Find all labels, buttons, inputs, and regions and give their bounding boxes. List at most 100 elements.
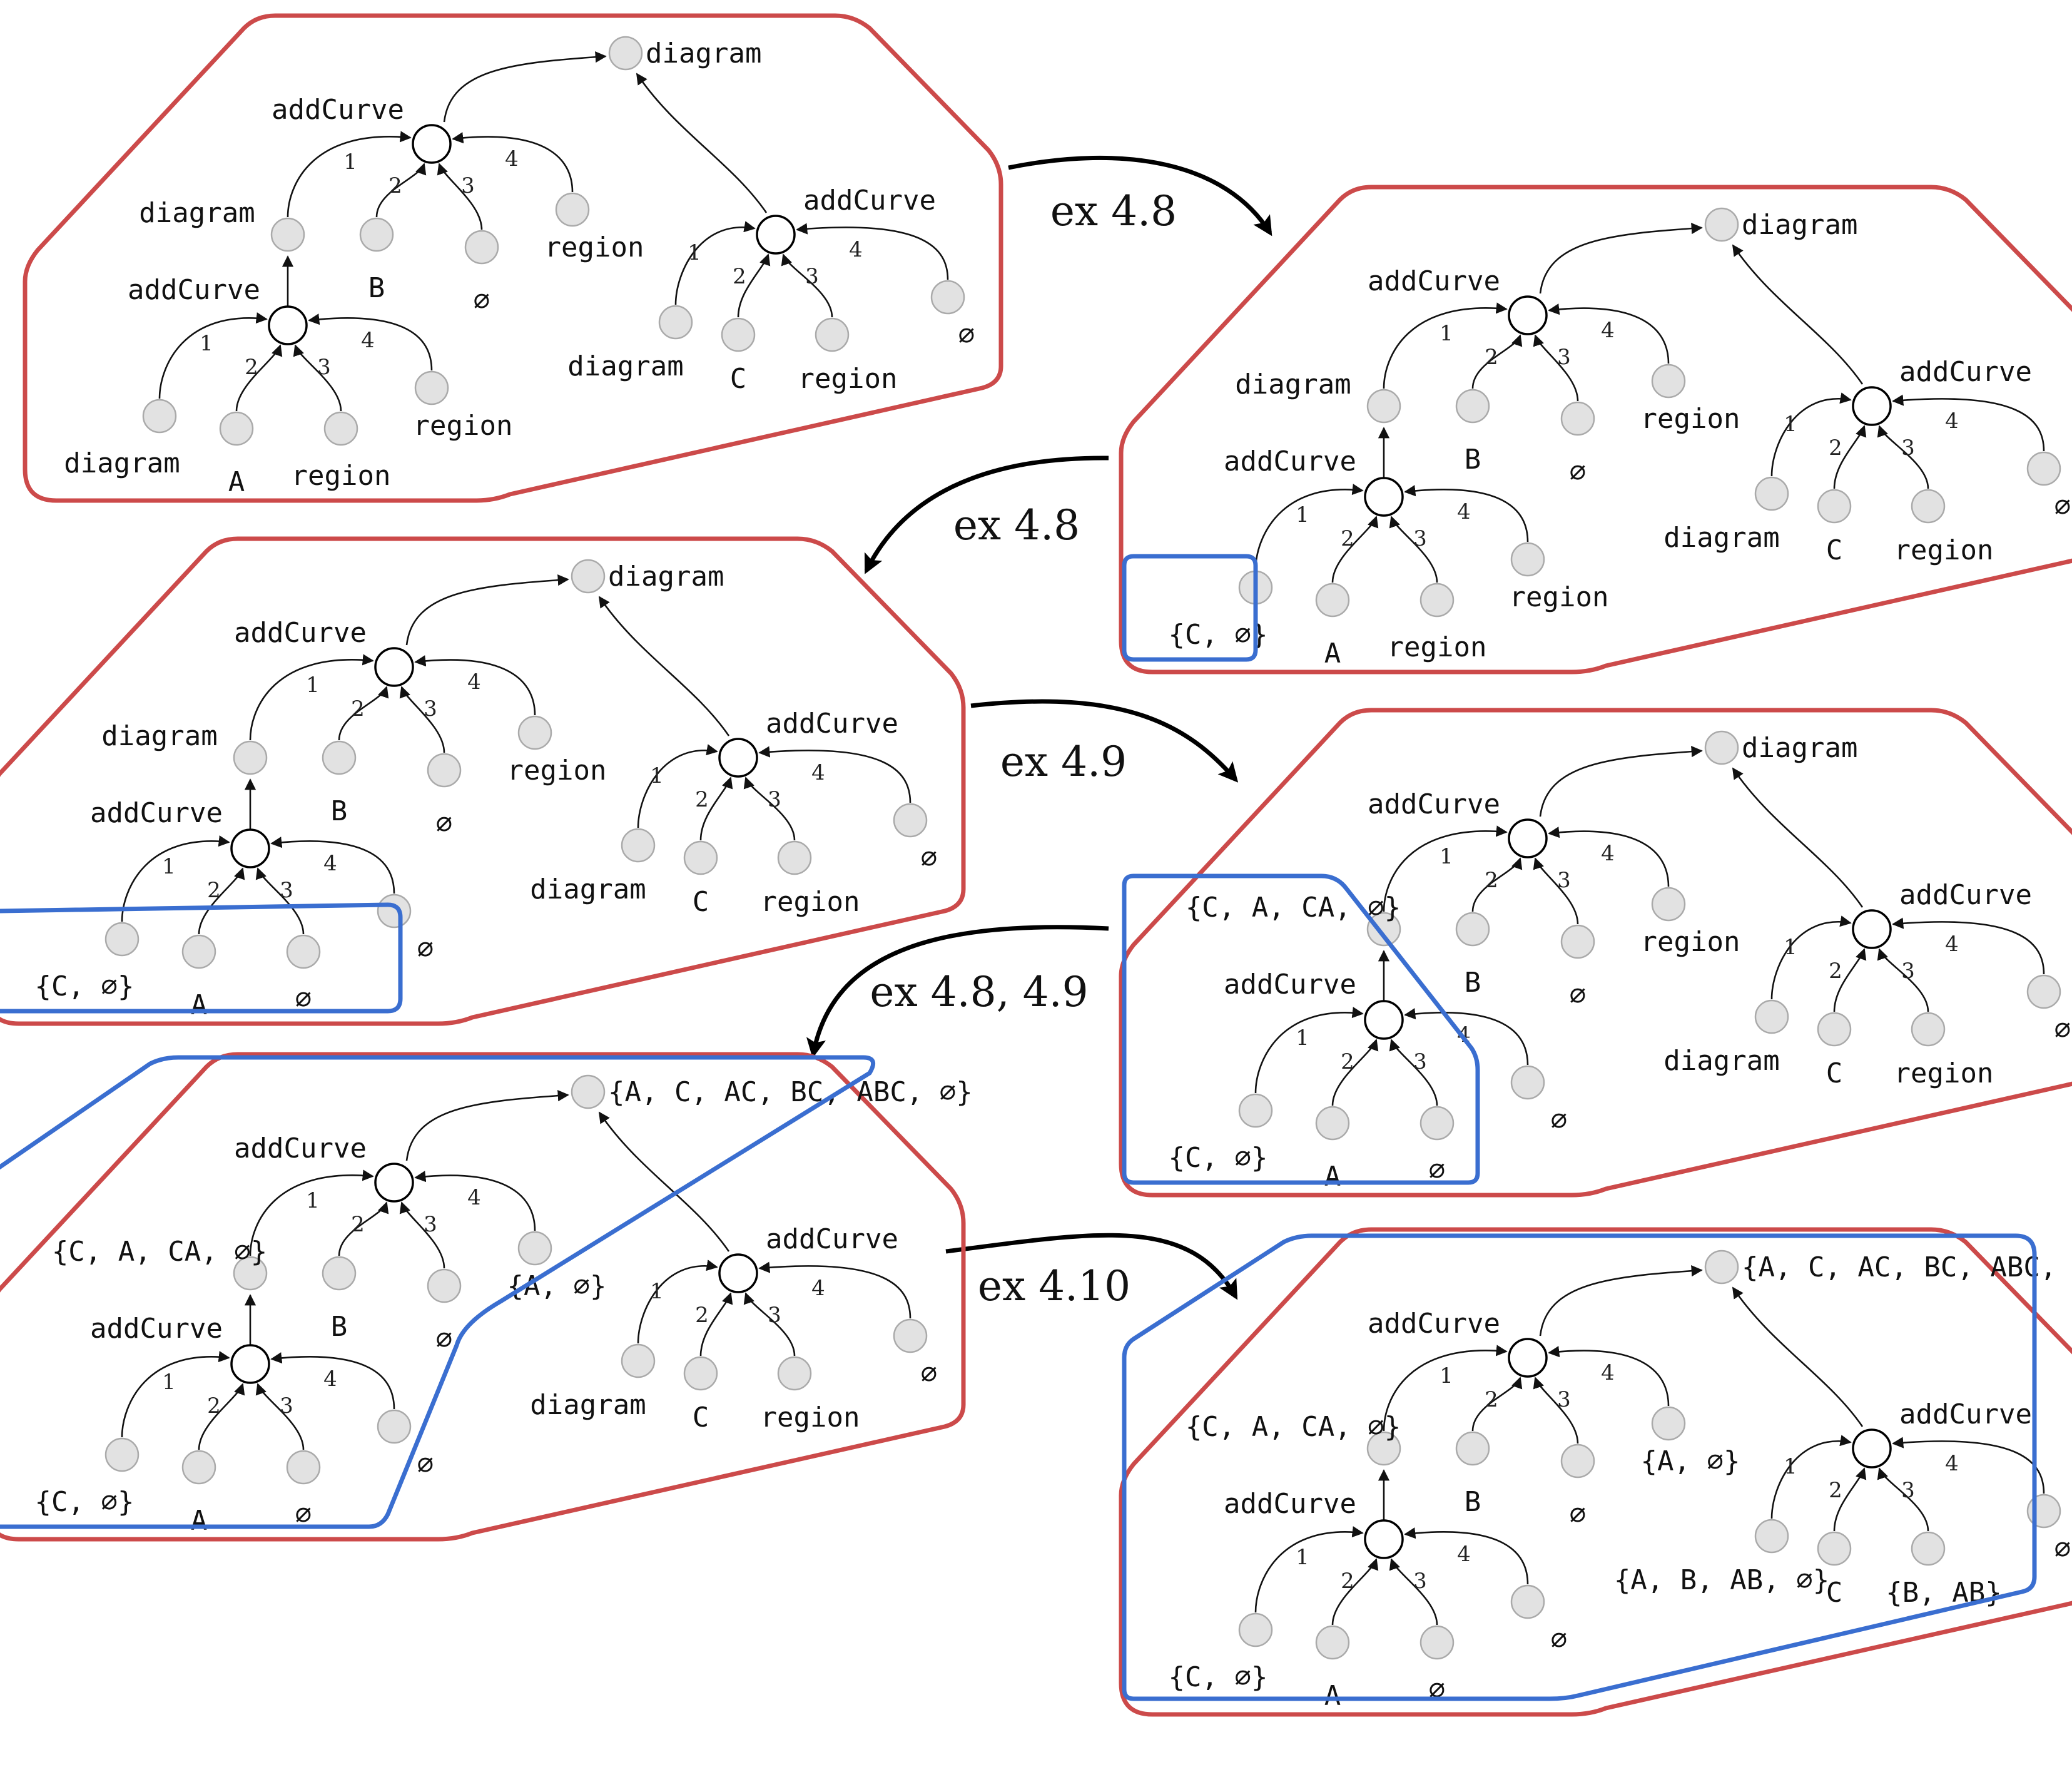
left-arg-3: 3: [1557, 1387, 1571, 1412]
left-label-2: B: [1465, 444, 1481, 476]
transition-label-2: ex 4.8: [953, 501, 1080, 549]
left-leaf-3: [427, 1268, 462, 1303]
left-leaf-1: [1366, 912, 1401, 947]
edge-right-to-top: [1732, 767, 1864, 908]
left-edge-3: [399, 1201, 445, 1269]
left-edge-1: [287, 131, 412, 218]
right-fn-label: addCurve: [803, 185, 936, 216]
inner-leaf-4: [1510, 1584, 1545, 1619]
inner-leaf-3: [1419, 1625, 1455, 1660]
top-label: {A, C, AC, BC, ABC, ∅}: [608, 1076, 973, 1108]
inner-fn-label: addCurve: [90, 1313, 223, 1345]
edge-left-to-top: [1539, 223, 1703, 294]
inner-fn-label: addCurve: [90, 797, 223, 829]
left-leaf-1: [233, 740, 268, 775]
transition-arrow-1: [1008, 155, 1272, 237]
left-label-3: ∅: [1570, 979, 1587, 1011]
left-arg-3: 3: [1557, 868, 1571, 893]
inner-arg-4: 4: [361, 328, 375, 353]
left-fn: [412, 124, 452, 164]
inner-fn: [230, 1344, 270, 1384]
left-arg-4: 4: [467, 1185, 481, 1210]
left-edge-2: [1471, 334, 1523, 389]
inner-fn-label: addCurve: [128, 274, 260, 306]
right-edge-4: [1892, 1437, 2045, 1494]
inner-label-1: diagram: [64, 447, 180, 479]
right-arg-2: 2: [733, 264, 746, 289]
inner-arg-3: 3: [1413, 1049, 1427, 1074]
panel-1: diagramaddCurve1diagram2B3∅4regionaddCur…: [23, 13, 1003, 503]
inner-label-2: A: [1324, 1161, 1341, 1193]
inner-fn: [230, 828, 270, 868]
right-edge-4: [1892, 394, 2045, 452]
right-leaf-1: [1754, 999, 1789, 1034]
inner-fn-label: addCurve: [1224, 969, 1356, 1000]
inner-fn: [1364, 1000, 1404, 1040]
right-label-2: C: [1826, 534, 1843, 566]
right-arg-2: 2: [695, 1303, 709, 1328]
inner-leaf-3: [286, 934, 321, 969]
left-arg-2: 2: [1485, 1387, 1498, 1412]
right-label-3: {B, AB}: [1886, 1577, 2001, 1609]
inner-arg-2: 2: [207, 878, 221, 903]
left-edge-1: [1383, 1345, 1508, 1432]
inner-edge-1: [1254, 484, 1364, 571]
right-fn-label: addCurve: [1899, 1398, 2032, 1430]
left-leaf-3: [464, 230, 499, 265]
transition-arrow-5: [945, 1233, 1238, 1300]
left-leaf-4: [517, 715, 552, 750]
left-edge-2: [338, 686, 389, 741]
right-label-1: diagram: [1663, 1045, 1779, 1077]
right-leaf-1: [658, 305, 693, 340]
inner-edge-1: [1254, 1526, 1364, 1613]
left-leaf-4: [1651, 887, 1686, 922]
left-fn-label: addCurve: [234, 617, 367, 649]
right-leaf-3: [777, 1356, 812, 1391]
left-arg-4: 4: [467, 669, 481, 695]
left-fn: [1508, 818, 1548, 858]
right-leaf-1: [1754, 476, 1789, 511]
inner-leaf-2: [181, 934, 216, 969]
right-label-4: ∅: [958, 319, 975, 351]
panels: diagramaddCurve1diagram2B3∅4regionaddCur…: [0, 13, 2072, 1717]
left-arg-1: 1: [1440, 844, 1453, 869]
transition-label-1: ex 4.8: [1050, 187, 1177, 235]
left-leaf-4: [517, 1231, 552, 1266]
right-label-2: C: [693, 1402, 709, 1433]
left-arg-2: 2: [351, 1212, 365, 1237]
inner-leaf-2: [1315, 583, 1350, 618]
left-leaf-2: [1455, 1431, 1490, 1466]
inner-edge-4: [1404, 485, 1529, 542]
inner-label-2: A: [1324, 1680, 1341, 1712]
left-leaf-4: [555, 192, 590, 227]
right-label-3: region: [1894, 1057, 1994, 1089]
inner-arg-4: 4: [1457, 1542, 1471, 1567]
edge-right-to-top: [636, 73, 768, 213]
left-arg-2: 2: [388, 173, 402, 198]
right-leaf-2: [1817, 1012, 1852, 1047]
inner-label-4: ∅: [417, 933, 434, 965]
left-label-4: region: [1641, 403, 1740, 435]
left-leaf-3: [1560, 924, 1595, 959]
left-label-3: ∅: [436, 808, 453, 840]
inner-label-1: {C, ∅}: [1169, 1142, 1268, 1174]
left-edge-1: [249, 1169, 374, 1256]
left-label-2: B: [331, 1311, 348, 1343]
transition-arrow-4: [806, 925, 1109, 1059]
right-label-3: region: [798, 363, 898, 395]
inner-label-1: {C, ∅}: [1169, 1661, 1268, 1693]
inner-edge-4: [308, 313, 433, 371]
inner-leaf-2: [219, 411, 254, 446]
inner-label-4: ∅: [1551, 1624, 1568, 1656]
inner-edge-2: [1331, 1039, 1379, 1106]
transition-arrow-2: [864, 456, 1109, 574]
right-edge-4: [758, 746, 912, 803]
right-arg-4: 4: [1945, 1451, 1959, 1476]
left-leaf-2: [1455, 912, 1490, 947]
right-leaf-4: [2026, 451, 2061, 486]
right-label-1: diagram: [1663, 522, 1779, 554]
left-label-1: diagram: [101, 720, 217, 752]
left-edge-3: [1533, 857, 1579, 925]
right-fn: [1852, 909, 1892, 949]
